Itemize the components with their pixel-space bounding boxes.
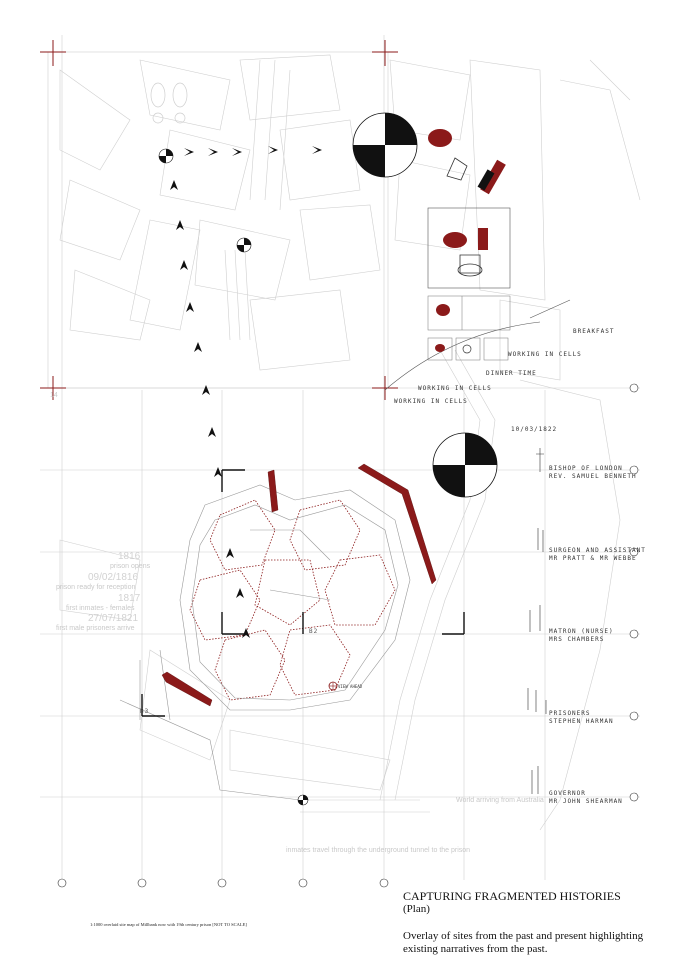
artifact-sketches: [427, 129, 511, 361]
history-year-0: 1816: [118, 551, 141, 562]
ships-annotation: World arriving from Australia: [456, 797, 544, 804]
view-marker-large-top: [352, 112, 418, 178]
person-name-3: STEPHEN HARMAN: [549, 718, 614, 725]
history-text-0: prison opens: [110, 563, 151, 570]
person-role-2: MATRON (NURSE): [549, 628, 614, 635]
prison-plan-outline: [189, 499, 396, 701]
page-subtitle: (Plan): [403, 903, 430, 915]
person-name-2: MRS CHAMBERS: [549, 636, 605, 643]
timeline-event-breakfast: BREAKFAST: [573, 328, 615, 335]
crosshairs: [40, 40, 398, 400]
grid-label-lower-left: B3: [140, 708, 150, 715]
timeline-event-dinner: DINNER TIME: [486, 370, 537, 377]
history-year-2: 1817: [118, 593, 141, 604]
bottom-markers: [57, 383, 639, 888]
tunnel-annotation: inmates travel through the underground t…: [286, 847, 471, 854]
person-role-1: SURGEON AND ASSISTANT: [549, 547, 646, 554]
history-text-1: prison ready for reception: [56, 584, 136, 591]
timeline-event-working-2: WORKING IN CELLS: [418, 385, 492, 392]
history-year-3: 27/07/1821: [88, 613, 139, 624]
person-name-4: MR JOHN SHEARMAN: [549, 798, 623, 805]
figure-sketches: [527, 448, 547, 794]
footprints: [150, 82, 188, 124]
view-marker-small: [158, 148, 309, 806]
timeline-curve: [384, 299, 571, 391]
page-description: Overlay of sites from the past and prese…: [403, 930, 644, 955]
person-role-0: BISHOP OF LONDON: [549, 465, 623, 472]
history-text-3: first male prisoners arrive: [56, 625, 135, 632]
grid-label-center: B2: [309, 628, 319, 635]
prison-plan-walls: [119, 484, 411, 801]
background-map: [59, 54, 641, 831]
history-year-1: 09/02/1816: [88, 572, 139, 583]
red-wall-segments: [161, 463, 437, 707]
history-text-2: first inmates - females: [66, 605, 135, 612]
site-marker: [328, 681, 338, 691]
timeline-event-working-3: WORKING IN CELLS: [394, 398, 468, 405]
grid-label-left: 14: [50, 392, 58, 399]
map-caption: 1:1000 overlaid site map of Millbank now…: [90, 922, 247, 927]
route-arrows: [170, 146, 322, 638]
page-title: CAPTURING FRAGMENTED HISTORIES: [403, 889, 621, 903]
person-role-3: PRISONERS: [549, 710, 591, 717]
person-name-1: MR PRATT & MR WEBBE: [549, 555, 637, 562]
timeline-event-working-1: WORKING IN CELLS: [508, 351, 582, 358]
person-name-0: REV. SAMUEL BENNETH: [549, 473, 637, 480]
timeline-date: 10/03/1822: [511, 426, 558, 433]
person-role-4: GOVERNOR: [549, 790, 586, 797]
view-marker-large-mid: [432, 432, 498, 498]
view-annotation: VIEW AHEAD: [338, 684, 363, 689]
grid-lines: [40, 35, 640, 880]
